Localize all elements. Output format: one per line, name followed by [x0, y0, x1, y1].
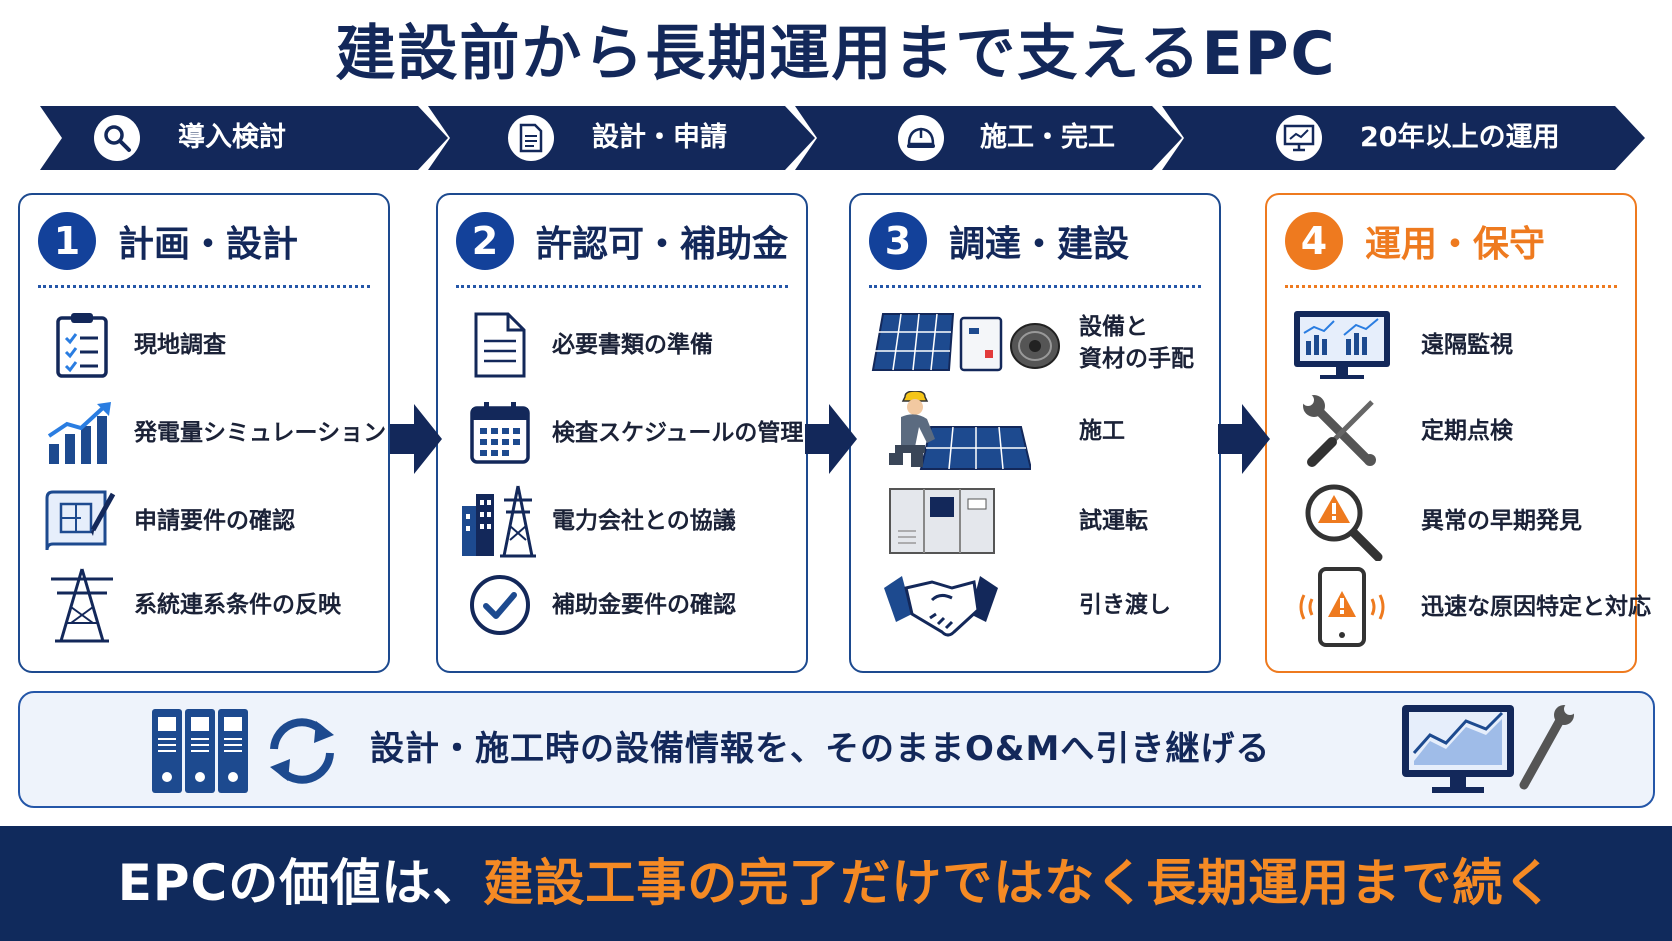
phone-alert-icon — [1287, 567, 1397, 647]
dotted-divider — [869, 285, 1201, 288]
item-text: 引き渡し — [1079, 592, 1171, 618]
footer-highlight: 建設工事の完了だけではなく長期運用まで続く — [483, 854, 1555, 912]
check-circle-icon — [460, 565, 540, 645]
step-number-badge: 3 — [869, 212, 927, 270]
process-steps-bar: 導入検討 設計・申請 施工・完工 20年以上の運用 — [40, 106, 1645, 170]
item-text: 補助金要件の確認 — [552, 592, 736, 618]
item-text-line-2: 資材の手配 — [1079, 346, 1194, 372]
document-icon — [460, 305, 540, 385]
page-title: 建設前から長期運用まで支えるEPC — [335, 19, 1337, 89]
dotted-divider — [1285, 285, 1617, 288]
sync-icon — [270, 718, 334, 784]
document-icon — [508, 115, 554, 161]
dotted-divider — [38, 285, 370, 288]
list-item: 遠隔監視 — [1267, 305, 1635, 385]
item-text: 迅速な原因特定と対応 — [1421, 594, 1651, 620]
item-text: 系統連系条件の反映 — [134, 592, 341, 618]
search-icon — [94, 115, 140, 161]
building-tower-icon — [460, 481, 540, 561]
binders-icon — [152, 709, 248, 793]
magnifier-warning-icon — [1297, 481, 1387, 561]
panel-operation-maintenance: 4 運用・保守 遠隔監視 定期点検 異常の早期発見 迅速な原因特定と対応 — [1265, 193, 1651, 673]
panel-procurement-construction: 3 調達・建設 設備と 資材の手配 施工 試運転 引き渡し — [849, 193, 1221, 673]
item-text-line-1: 設備と — [1079, 314, 1148, 340]
item-text: 発電量シミュレーション — [134, 420, 387, 446]
list-item: 検査スケジュールの管理 — [438, 393, 806, 473]
handover-strip: 設計・施工時の設備情報を、そのままO&Mへ引き継げる — [18, 691, 1655, 808]
item-text: 設備と 資材の手配 — [1079, 303, 1194, 383]
item-text: 異常の早期発見 — [1421, 508, 1582, 534]
calendar-icon — [460, 393, 540, 473]
inverter-cabinet-icon — [887, 481, 997, 561]
list-item: 必要書類の準備 — [438, 305, 806, 385]
panel-title: 計画・設計 — [118, 224, 299, 265]
step-label-2: 設計・申請 — [592, 122, 727, 153]
list-item: 引き渡し — [851, 565, 1219, 645]
handover-text: 設計・施工時の設備情報を、そのままO&Mへ引き継げる — [370, 729, 1271, 769]
step-label-1: 導入検討 — [178, 122, 286, 153]
item-text: 施工 — [1079, 418, 1125, 444]
list-item: 迅速な原因特定と対応 — [1267, 567, 1651, 647]
solar-panel-equipment-icon — [867, 303, 1067, 383]
monitor-chart-icon — [1276, 115, 1322, 161]
panel-planning-design: 1 計画・設計 現地調査 発電量シミュレーション 申請要件の確認 系統連系条件の反… — [18, 193, 390, 673]
clipboard-checklist-icon — [42, 305, 122, 385]
panel-title: 運用・保守 — [1365, 224, 1546, 265]
list-item: 電力会社との協議 — [438, 481, 806, 561]
panel-permits-subsidies: 2 許認可・補助金 必要書類の準備 検査スケジュールの管理 電力会社との協議 補助… — [436, 193, 808, 673]
list-item: 設備と 資材の手配 — [851, 303, 1219, 383]
dotted-divider — [456, 285, 788, 288]
step-number-badge: 1 — [38, 212, 96, 270]
item-text: 試運転 — [1079, 508, 1148, 534]
power-tower-icon — [42, 565, 122, 645]
wrench-screwdriver-icon — [1297, 391, 1387, 471]
flow-arrow-icon — [390, 404, 442, 474]
step-label-3: 施工・完工 — [980, 122, 1115, 153]
list-item: 試運転 — [851, 481, 1219, 561]
monitor-wrench-icon — [1402, 703, 1575, 793]
list-item: 定期点検 — [1267, 391, 1635, 471]
step-number-badge: 4 — [1285, 212, 1343, 270]
list-item: 補助金要件の確認 — [438, 565, 806, 645]
panel-title: 許認可・補助金 — [536, 224, 789, 265]
item-text: 申請要件の確認 — [134, 508, 295, 534]
bar-chart-rising-icon — [42, 393, 122, 473]
item-text: 定期点検 — [1421, 418, 1513, 444]
item-text: 必要書類の準備 — [552, 332, 713, 358]
flow-arrow-icon — [1218, 404, 1270, 474]
flow-arrow-icon — [805, 404, 857, 474]
footer-banner: EPCの価値は、建設工事の完了だけではなく長期運用まで続く — [0, 826, 1672, 941]
list-item: 施工 — [851, 391, 1219, 471]
list-item: 系統連系条件の反映 — [20, 565, 388, 645]
item-text: 遠隔監視 — [1421, 332, 1513, 358]
handshake-icon — [881, 565, 1001, 645]
list-item: 申請要件の確認 — [20, 481, 388, 561]
step-label-4: 20年以上の運用 — [1360, 122, 1560, 153]
item-text: 電力会社との協議 — [552, 508, 736, 534]
blueprint-pencil-icon — [42, 481, 122, 561]
item-text: 検査スケジュールの管理 — [552, 420, 804, 446]
footer-lead: EPCの価値は、 — [117, 854, 484, 912]
list-item: 発電量シミュレーション — [20, 393, 388, 473]
panel-title: 調達・建設 — [949, 224, 1130, 265]
monitor-chart-icon — [1287, 305, 1397, 385]
hardhat-icon — [898, 115, 944, 161]
list-item: 異常の早期発見 — [1267, 481, 1635, 561]
item-text: 現地調査 — [134, 332, 226, 358]
worker-installing-panel-icon — [873, 391, 1033, 471]
list-item: 現地調査 — [20, 305, 388, 385]
step-number-badge: 2 — [456, 212, 514, 270]
